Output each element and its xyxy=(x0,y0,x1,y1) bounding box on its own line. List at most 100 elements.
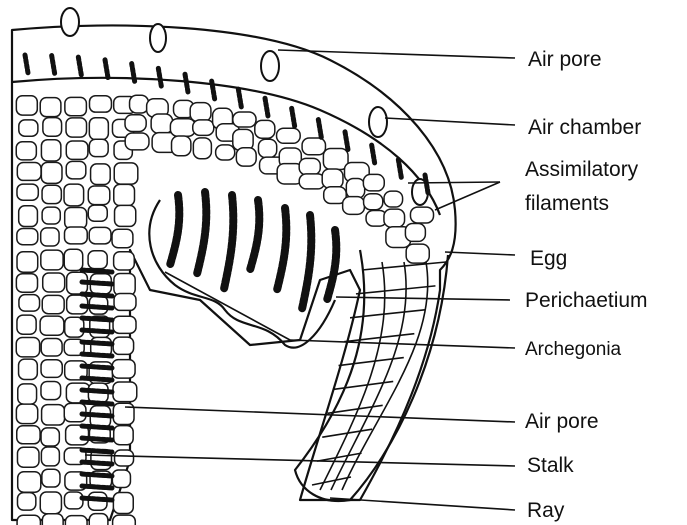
parenchyma-cell xyxy=(17,162,41,180)
parenchyma-cell xyxy=(193,138,211,159)
parenchyma-cell xyxy=(43,118,62,137)
parenchyma-cell xyxy=(41,250,63,270)
parenchyma-cell xyxy=(125,133,149,150)
parenchyma-cell xyxy=(65,97,87,115)
parenchyma-cell xyxy=(19,206,38,227)
parenchyma-cell xyxy=(41,162,62,183)
stalk-band xyxy=(82,450,112,452)
parenchyma-cell xyxy=(42,185,61,203)
stalk-band xyxy=(82,498,112,500)
ray-cell-wall xyxy=(356,286,435,294)
parenchyma-cell xyxy=(113,382,137,402)
parenchyma-cell xyxy=(17,447,39,467)
parenchyma-cell xyxy=(89,96,111,112)
filament-chain xyxy=(318,120,321,138)
parenchyma-cell xyxy=(42,469,60,487)
parenchyma-cell xyxy=(17,184,38,200)
archegonium-stalk xyxy=(302,215,311,309)
stalk-band xyxy=(82,294,112,296)
parenchyma-cell xyxy=(91,164,111,185)
parenchyma-cell xyxy=(115,450,134,466)
parenchyma-cell xyxy=(114,294,136,311)
parenchyma-cell xyxy=(89,514,108,525)
parenchyma-cell xyxy=(113,515,136,525)
stalk-band xyxy=(82,342,112,344)
archegonium-stalk xyxy=(224,195,233,289)
parenchyma-cell xyxy=(112,229,133,247)
parenchyma-cell xyxy=(277,128,301,143)
stalk-band xyxy=(82,318,112,320)
parenchyma-cell xyxy=(323,149,348,170)
label-air-chamber: Air chamber xyxy=(528,116,641,139)
labels: Air pore Air chamber Assimilatory filame… xyxy=(525,48,648,522)
stalk-band xyxy=(82,390,112,392)
parenchyma-cell xyxy=(41,381,61,399)
parenchyma-cell xyxy=(41,339,62,357)
parenchyma-cell xyxy=(17,426,40,444)
ray-cell-wall xyxy=(350,310,425,318)
parenchyma-cell xyxy=(16,404,37,423)
parenchyma-cell xyxy=(64,227,87,244)
stalk-band xyxy=(82,306,112,308)
parenchyma-cell xyxy=(405,223,425,241)
parenchyma-cell xyxy=(41,228,59,246)
parenchyma-cell xyxy=(17,315,36,334)
parenchyma-cell xyxy=(16,337,39,356)
stalk-band xyxy=(82,270,112,272)
filament-chain xyxy=(78,57,81,75)
parenchyma-cell xyxy=(42,514,63,525)
parenchyma-cell xyxy=(299,174,325,189)
filament-chain xyxy=(158,68,161,86)
parenchyma-cell xyxy=(88,186,110,205)
parenchyma-cell xyxy=(113,316,136,333)
parenchyma-cell xyxy=(42,295,64,313)
filament-chain xyxy=(132,64,135,82)
label-air-pore-bottom: Air pore xyxy=(525,410,599,433)
parenchyma-cell xyxy=(42,207,60,224)
parenchyma-cell xyxy=(125,115,146,132)
parenchyma-cell xyxy=(40,98,61,117)
parenchyma-cell xyxy=(41,140,60,161)
filament-chain xyxy=(185,74,188,92)
leader-air-pore-top xyxy=(278,50,515,58)
parenchyma-cell xyxy=(193,120,214,136)
parenchyma-cell xyxy=(302,138,325,155)
stalk-band xyxy=(82,426,112,428)
parenchyma-cell xyxy=(151,114,172,133)
parenchyma-cell xyxy=(112,360,135,378)
parenchyma-cell xyxy=(17,515,40,525)
parenchyma-cell xyxy=(17,252,38,272)
parenchyma-cell xyxy=(66,141,88,159)
archegonium-stalk xyxy=(327,230,336,300)
stalk-band xyxy=(82,474,112,476)
filament-chain xyxy=(238,89,241,107)
stalk-band xyxy=(82,414,112,416)
parenchyma-cell xyxy=(170,119,195,136)
leader-egg xyxy=(445,252,515,255)
label-stalk: Stalk xyxy=(527,454,574,477)
parenchyma-cell xyxy=(16,142,36,160)
parenchyma-cell xyxy=(364,194,383,210)
filament-chain xyxy=(52,56,55,74)
label-ray: Ray xyxy=(527,499,565,522)
parenchyma-cell xyxy=(343,197,365,215)
leader-archegonia-ext xyxy=(290,340,515,348)
parenchyma-cell xyxy=(299,158,320,174)
parenchyma-cell xyxy=(88,205,107,221)
parenchyma-cell xyxy=(190,103,211,122)
parenchyma-cell xyxy=(19,359,38,379)
archegonium-stalk xyxy=(250,200,259,270)
parenchyma-cell xyxy=(40,316,64,335)
parenchyma-cell xyxy=(363,174,384,191)
archegonium-stalk xyxy=(170,195,179,265)
filament-chain xyxy=(398,160,401,178)
parenchyma-cell xyxy=(384,209,405,227)
filament-chain xyxy=(265,98,268,116)
parenchyma-cell xyxy=(89,139,108,156)
parenchyma-cell xyxy=(18,472,41,493)
label-assimilatory-1: Assimilatory xyxy=(525,158,639,181)
leader-perichaetium xyxy=(336,297,510,300)
parenchyma-cell xyxy=(114,426,133,445)
filament-chain xyxy=(292,108,295,126)
